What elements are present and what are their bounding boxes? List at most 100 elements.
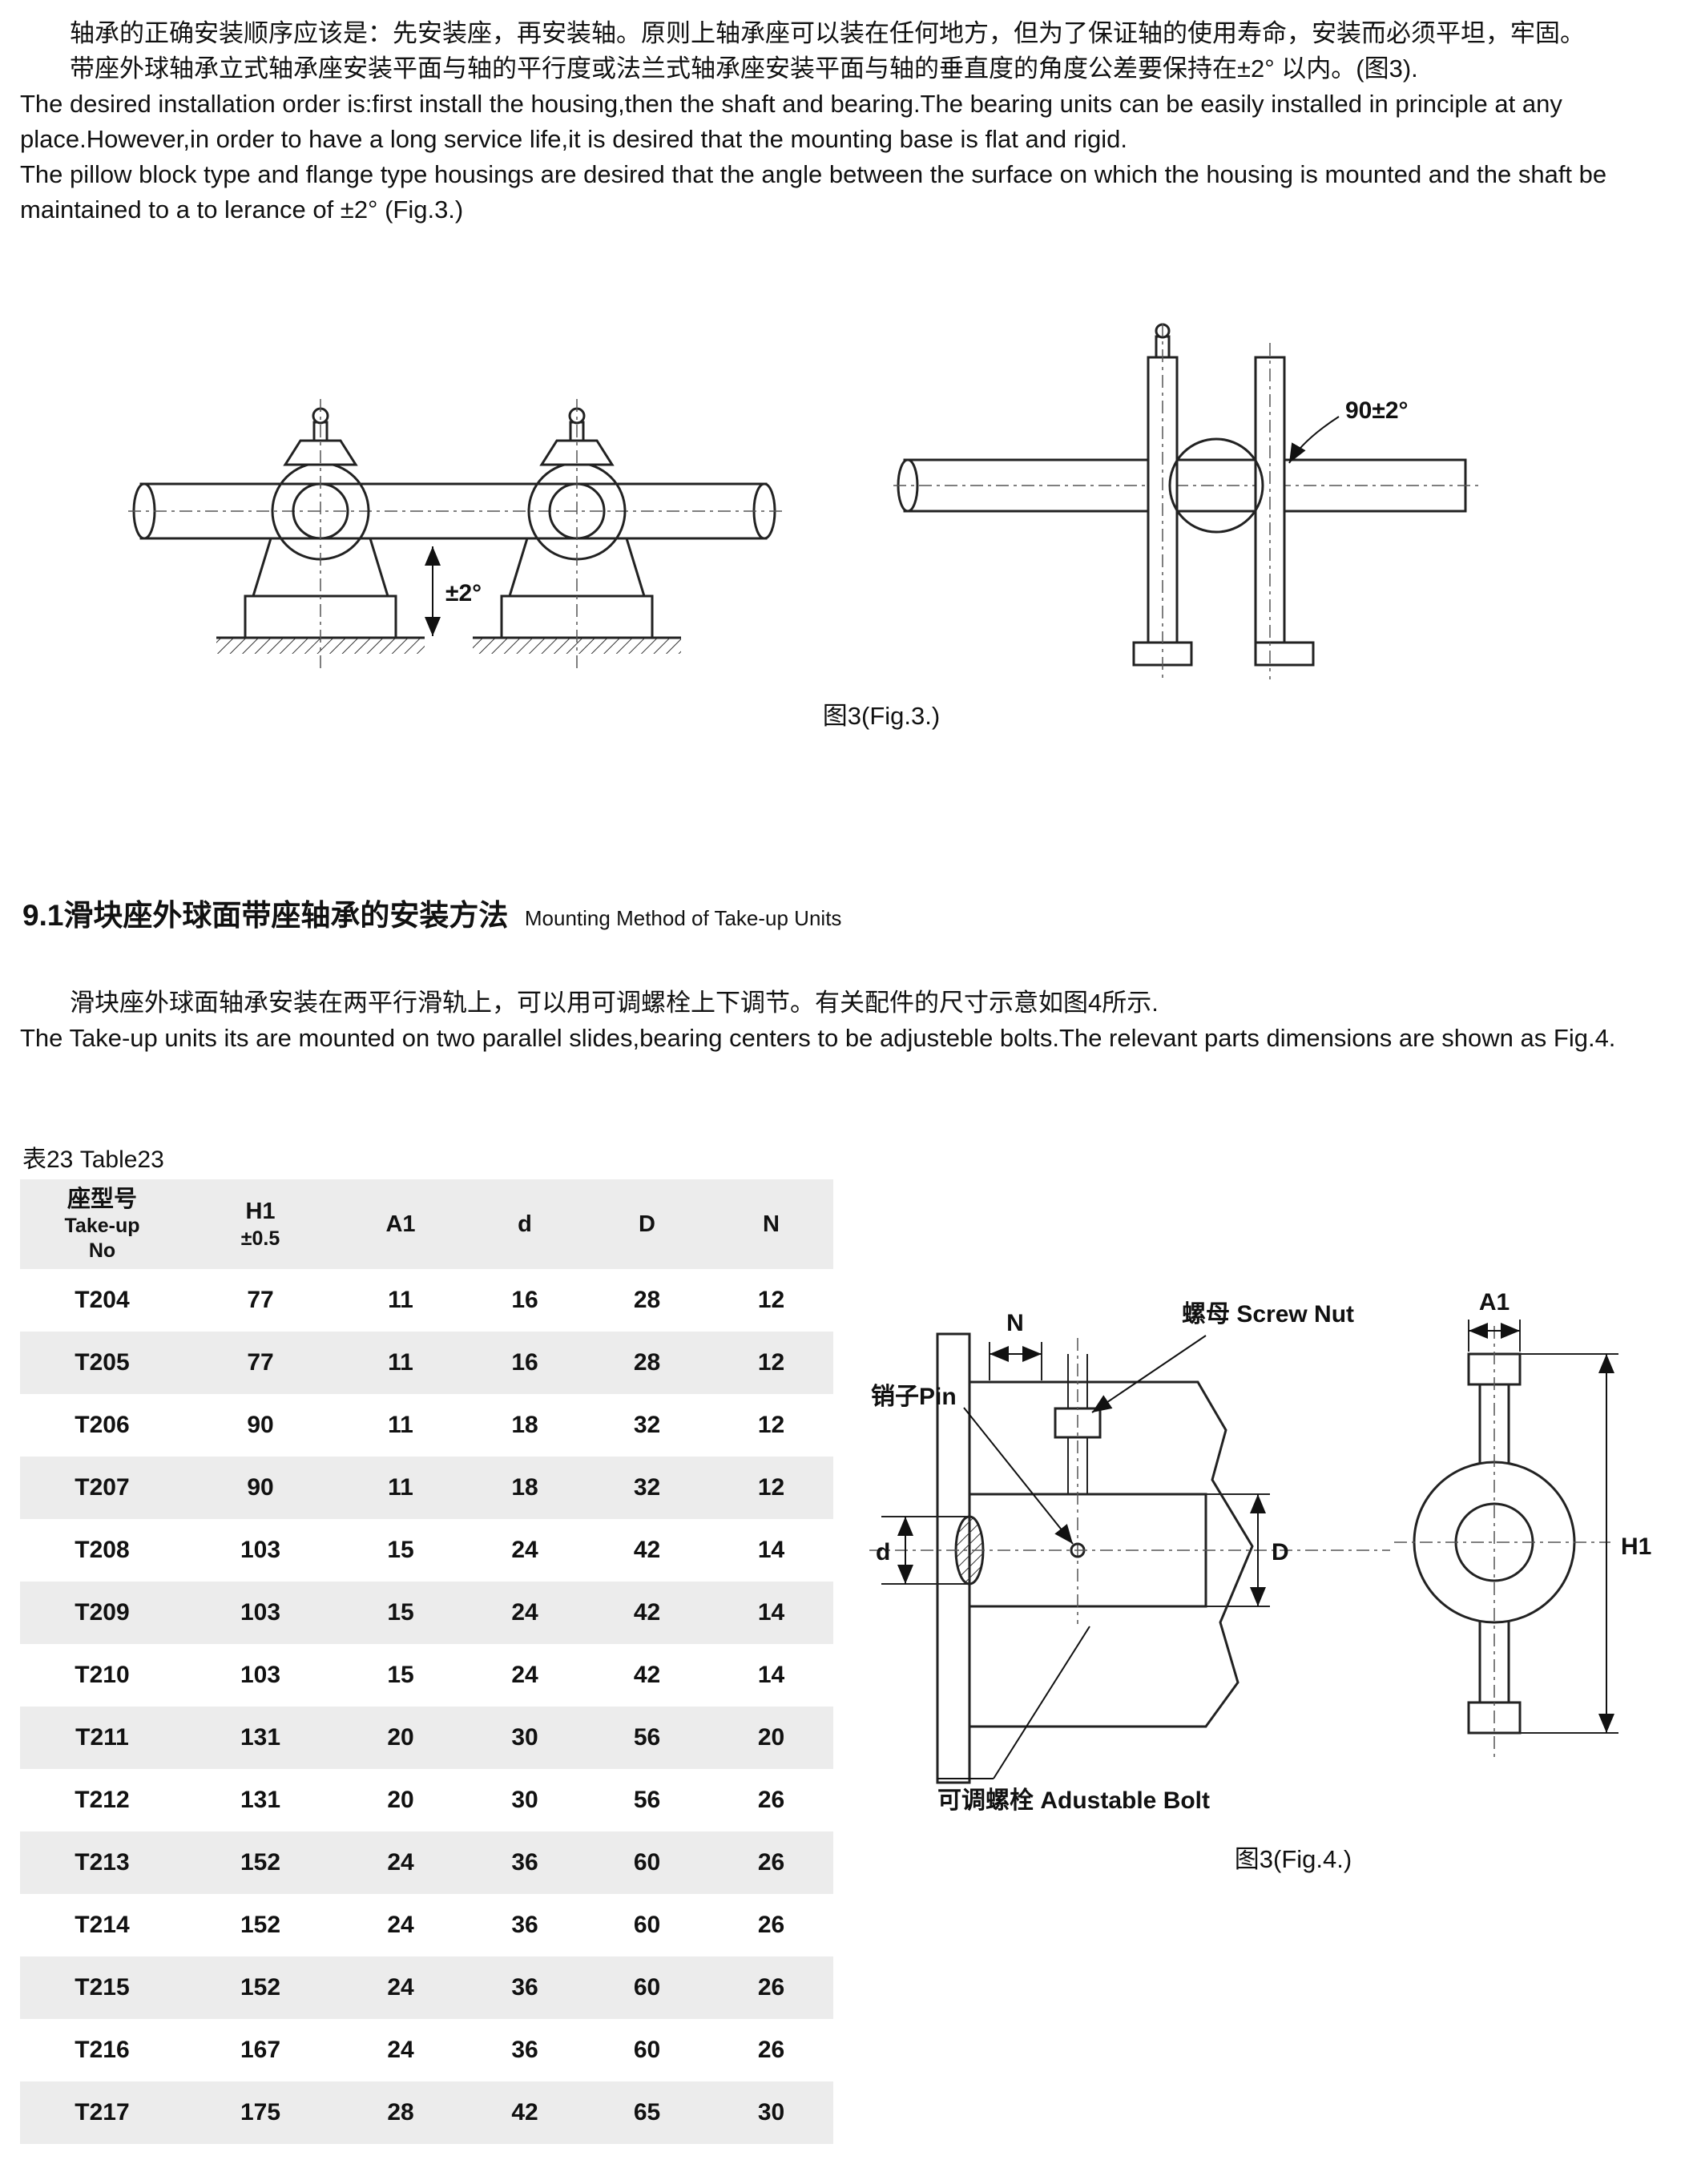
table-cell: 131 — [240, 1724, 281, 1751]
table-cell: 28 — [633, 1349, 661, 1376]
section-91-body: 滑块座外球面轴承安装在两平行滑轨上，可以用可调螺栓上下调节。有关配件的尺寸示意如… — [20, 985, 1680, 1056]
fig4-drawing: N 螺母 Screw Nut 销子Pin d D — [869, 1289, 1651, 1814]
header-text: N — [763, 1211, 780, 1237]
table-cell: T208 — [75, 1537, 130, 1563]
table-cell: 42 — [633, 1537, 661, 1563]
table-cell: 30 — [511, 1724, 538, 1751]
table-cell: T204 — [75, 1287, 130, 1313]
table-cell: 30 — [757, 2099, 785, 2126]
table-cell: 65 — [633, 2099, 661, 2126]
header-text: H1 — [245, 1199, 276, 1225]
takeup-section-view — [869, 1332, 1390, 1784]
table-cell: 24 — [511, 1599, 538, 1626]
table-cell: 42 — [633, 1662, 661, 1688]
table-cell: 16 — [511, 1349, 538, 1376]
table-cell: 167 — [240, 2037, 281, 2063]
col-header-takeup-no: 座型号 Take-up No — [20, 1179, 184, 1269]
table-cell: T207 — [75, 1474, 130, 1501]
table-cell: 42 — [633, 1599, 661, 1626]
table-cell: 20 — [387, 1724, 414, 1751]
table-cell: 26 — [757, 1912, 785, 1938]
table-cell: 32 — [633, 1412, 661, 1438]
section-body-en: The Take-up units its are mounted on two… — [20, 1024, 1616, 1053]
header-text: Take-up — [64, 1214, 140, 1237]
table-cell: 24 — [511, 1662, 538, 1688]
header-text: ±0.5 — [240, 1227, 280, 1250]
table-cell: 20 — [387, 1787, 414, 1813]
table-cell: 56 — [633, 1787, 661, 1813]
table-cell: 152 — [240, 1849, 281, 1876]
shaft — [128, 482, 785, 540]
intro-paragraphs: 轴承的正确安装顺序应该是：先安装座，再安装轴。原则上轴承座可以装在任何地方，但为… — [20, 16, 1680, 228]
table-cell: 131 — [240, 1787, 281, 1813]
col-header-h1: H1 ±0.5 — [184, 1179, 337, 1269]
figure-4: N 螺母 Screw Nut 销子Pin d D — [861, 1278, 1663, 1835]
table-cell: 24 — [511, 1537, 538, 1563]
table-cell: 152 — [240, 1912, 281, 1938]
fig3-left-drawing: ±2° — [128, 399, 785, 671]
pm2-dimension: ±2° — [425, 546, 482, 636]
table-header-row: 座型号 Take-up No H1 ±0.5 A1 d D N — [20, 1179, 833, 1269]
table-cell: 24 — [387, 1849, 414, 1876]
table-cell: 18 — [511, 1412, 538, 1438]
table-cell: 24 — [387, 2037, 414, 2063]
screw-nut-callout: 螺母 Screw Nut — [1091, 1301, 1354, 1413]
table-cell: 12 — [757, 1349, 785, 1376]
adjustable-bolt-callout: 可调螺栓 Adustable Bolt — [937, 1626, 1210, 1814]
intro-en-2: The pillow block type and flange type ho… — [20, 160, 1607, 224]
dim-a1: A1 — [1468, 1289, 1521, 1352]
dim-d-small: d — [876, 1516, 956, 1585]
table-cell: 60 — [633, 2037, 661, 2063]
header-text: D — [639, 1211, 655, 1237]
table-cell: 60 — [633, 1849, 661, 1876]
table-cell: 90 — [247, 1474, 274, 1501]
table-cell: T213 — [75, 1849, 130, 1876]
header-text: 座型号 — [67, 1186, 137, 1212]
table-cell: T212 — [75, 1787, 130, 1813]
ground-hatching — [216, 636, 681, 654]
table-cell: 77 — [247, 1287, 274, 1313]
pin-callout: 销子Pin — [871, 1384, 1074, 1545]
table-cell: T217 — [75, 2099, 130, 2126]
table-cell: 36 — [511, 1849, 538, 1876]
figure-3-right: 90±2° — [893, 319, 1478, 691]
table-cell: 36 — [511, 1974, 538, 2001]
table-cell: T216 — [75, 2037, 130, 2063]
table-cell: 24 — [387, 1912, 414, 1938]
fig4-caption: 图3(Fig.4.) — [1234, 1845, 1352, 1873]
fig4-pin-label: 销子Pin — [871, 1384, 957, 1410]
table-cell: 15 — [387, 1662, 414, 1688]
table-cell: 14 — [757, 1599, 785, 1626]
table-cell: 77 — [247, 1349, 274, 1376]
section-title-en: Mounting Method of Take-up Units — [524, 906, 842, 930]
table-cell: 42 — [511, 2099, 538, 2126]
table-cell: 14 — [757, 1662, 785, 1688]
table-cell: 11 — [388, 1474, 413, 1501]
table-cell: 12 — [757, 1287, 785, 1313]
table-cell: 60 — [633, 1912, 661, 1938]
figure-3-left: ±2° — [128, 319, 785, 691]
dim-n: N — [989, 1310, 1042, 1380]
table-cell: 103 — [240, 1599, 281, 1626]
table-cell: 15 — [387, 1599, 414, 1626]
fig3-90-label: 90±2° — [1345, 397, 1409, 424]
intro-zh-1: 轴承的正确安装顺序应该是：先安装座，再安装轴。原则上轴承座可以装在任何地方，但为… — [70, 19, 1585, 47]
table-cell: 36 — [511, 2037, 538, 2063]
table-cell: 175 — [240, 2099, 281, 2126]
table-cell: T206 — [75, 1412, 130, 1438]
pillow-block-right — [500, 399, 654, 671]
table-cell: 56 — [633, 1724, 661, 1751]
fig3-right-drawing: 90±2° — [893, 323, 1478, 679]
angle-90-dimension: 90±2° — [1288, 397, 1409, 464]
table-cell: 26 — [757, 1974, 785, 2001]
